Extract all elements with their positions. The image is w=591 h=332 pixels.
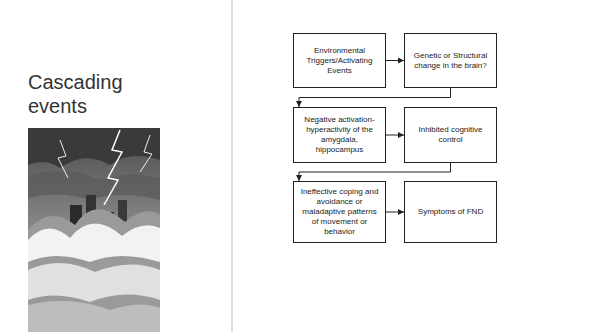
process-box: Ineffective coping and avoidance or mala… — [293, 181, 386, 243]
flow-arrow — [386, 60, 404, 61]
box-text: Inhibited cognitive control — [410, 125, 491, 145]
tsunami-picture — [28, 128, 160, 332]
process-box: Inhibited cognitive control — [404, 107, 497, 163]
box-text: Symptoms of FND — [410, 207, 491, 217]
process-box: Environmental Triggers/Activating Events — [293, 33, 386, 88]
divider-line — [232, 0, 233, 332]
flow-arrow — [386, 212, 404, 213]
flow-arrow — [386, 135, 404, 136]
process-box: Genetic or Structural change in the brai… — [404, 33, 497, 88]
box-text: Environmental Triggers/Activating Events — [299, 46, 380, 76]
flow-arrow — [299, 88, 451, 107]
box-text: Ineffective coping and avoidance or mala… — [299, 187, 380, 237]
flow-arrow — [299, 163, 451, 181]
process-box: Negative activation-hyperactivity of the… — [293, 107, 386, 163]
process-box: Symptoms of FND — [404, 181, 497, 243]
box-text: Genetic or Structural change in the brai… — [410, 51, 491, 71]
slide-title: Cascading events — [28, 70, 148, 118]
box-text: Negative activation-hyperactivity of the… — [299, 115, 380, 155]
